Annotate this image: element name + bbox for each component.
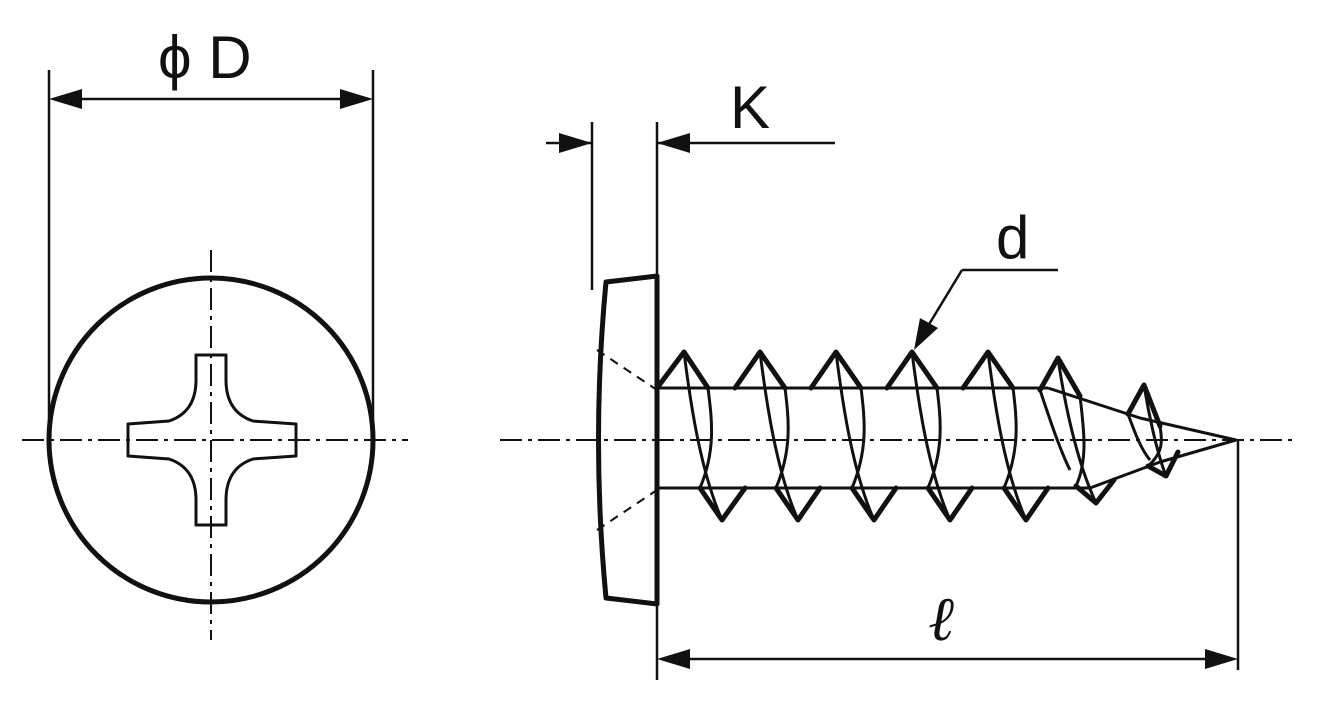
thread-flanks [682,351,1168,521]
dimension-length: ℓ [655,440,1240,680]
screw-head-profile [596,273,660,607]
arrowhead-k-right [657,133,690,153]
screw-tip-taper [1047,386,1238,490]
head-top-view [22,250,408,640]
arrowhead-right [340,89,373,109]
leader-diagonal [926,269,964,327]
label-length: ℓ [928,586,954,654]
screw-side-view [500,273,1292,607]
recess-hidden-lines [596,349,658,531]
dimension-head-height: K [546,74,835,290]
arrowhead-length-left [657,649,690,669]
leader-thread-diameter: d [914,204,1058,350]
arrowhead-length-right [1205,649,1238,669]
dimension-head-diameter: ϕ D [47,24,375,440]
label-head-diameter: ϕ D [158,24,252,91]
leader-arrowhead [914,318,938,350]
arrowhead-k-left [559,133,592,153]
label-head-height: K [730,74,770,141]
label-thread-diameter: d [996,204,1029,271]
phillips-recess-icon [126,353,298,527]
arrowhead-left [49,89,82,109]
